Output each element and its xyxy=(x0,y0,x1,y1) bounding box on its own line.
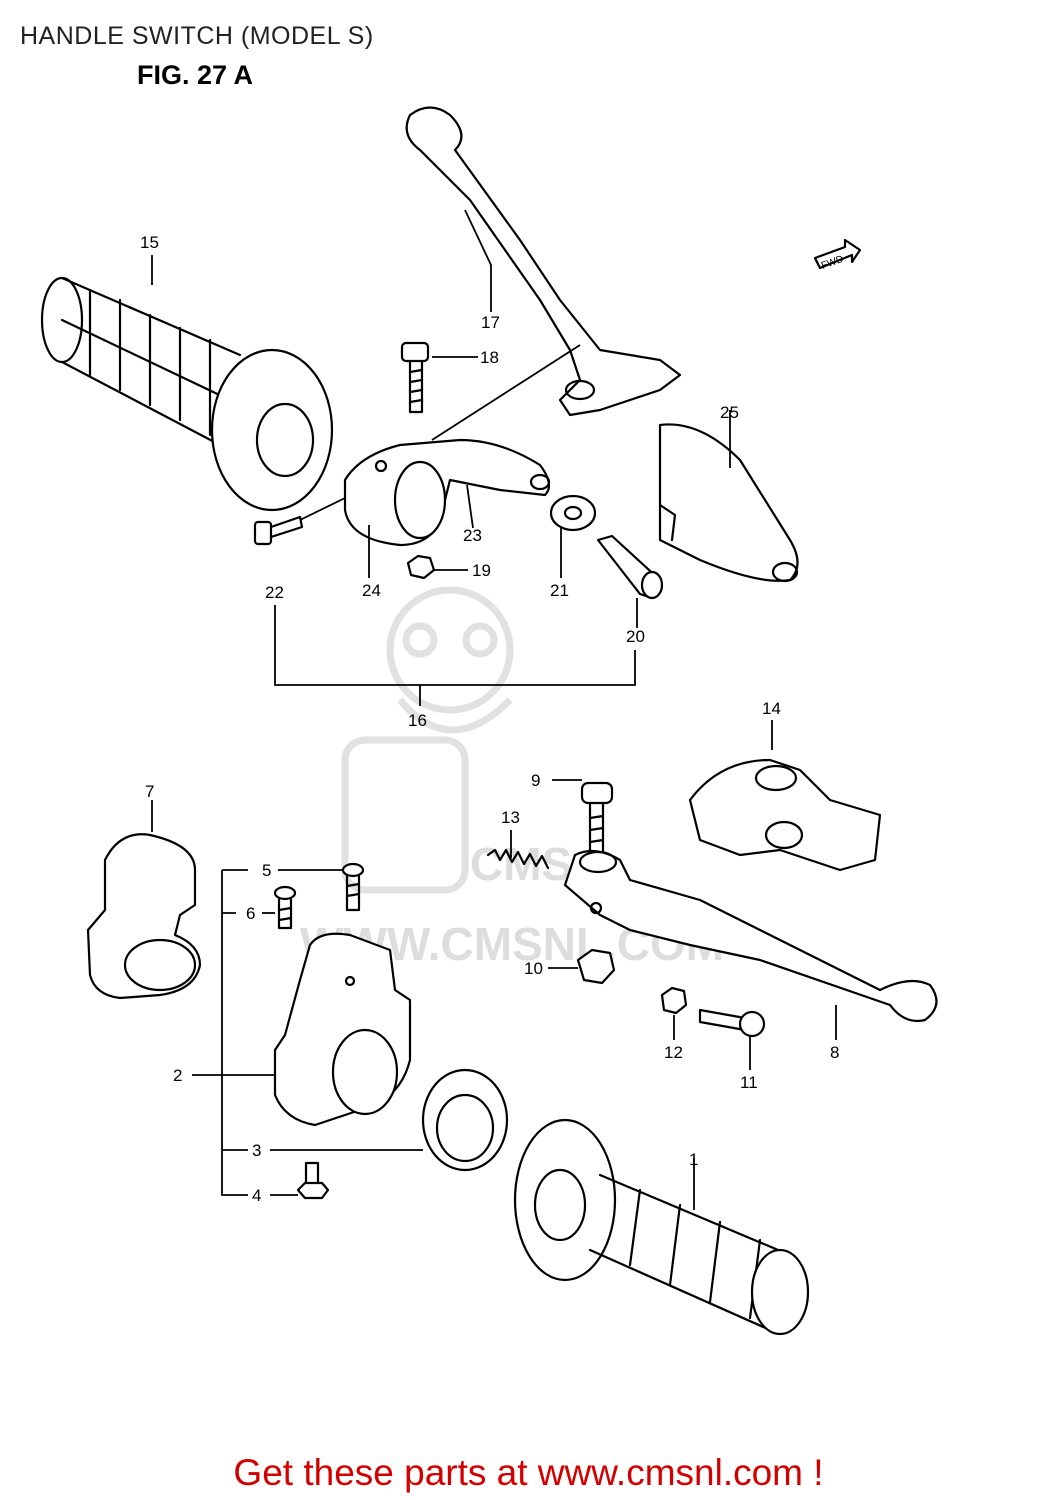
callout-19: 19 xyxy=(472,561,491,580)
callout-18: 18 xyxy=(480,348,499,367)
callout-24: 24 xyxy=(362,581,381,600)
callout-2: 2 xyxy=(173,1066,182,1085)
callout-3: 3 xyxy=(252,1141,261,1160)
part-23-lever-holder xyxy=(343,438,551,547)
part-6-screw xyxy=(273,885,297,930)
part-22-screw xyxy=(253,497,346,546)
part-8-brake-lever xyxy=(563,849,938,1023)
callout-9: 9 xyxy=(531,771,540,790)
part-21-locknut xyxy=(549,494,597,532)
part-19-nut xyxy=(406,554,436,580)
part-18-bolt xyxy=(400,341,430,414)
callout-1: 1 xyxy=(689,1150,698,1169)
part-25-lever-cover xyxy=(658,423,799,583)
callout-13: 13 xyxy=(501,808,520,827)
callout-8: 8 xyxy=(830,1043,839,1062)
fwd-arrow-icon: FWD xyxy=(813,238,862,272)
leader-lines xyxy=(151,209,837,1210)
watermark-cms: CMS xyxy=(470,838,572,890)
figure-label: FIG. 27 A xyxy=(137,60,254,90)
part-3-plate xyxy=(421,1068,509,1172)
callout-14: 14 xyxy=(762,699,781,718)
part-10-nut xyxy=(576,948,616,985)
callout-25: 25 xyxy=(720,403,739,422)
part-12-nut xyxy=(660,986,688,1015)
callout-11: 11 xyxy=(740,1073,758,1092)
part-2-switch-body xyxy=(273,932,412,1127)
part-11-bolt xyxy=(698,1008,766,1038)
callout-23: 23 xyxy=(463,526,482,545)
part-15-left-grip xyxy=(40,276,334,512)
part-1-right-grip xyxy=(513,1118,810,1336)
callout-20: 20 xyxy=(626,627,645,646)
callout-15: 15 xyxy=(140,233,159,252)
part-4-screw xyxy=(296,1161,330,1200)
part-17-clutch-lever xyxy=(405,106,682,417)
part-5-screw xyxy=(341,862,365,912)
callout-22: 22 xyxy=(265,583,284,602)
part-13-spring xyxy=(486,848,550,870)
callout-12: 12 xyxy=(664,1043,683,1062)
callout-5: 5 xyxy=(262,861,271,880)
callout-21: 21 xyxy=(550,581,569,600)
page-title: HANDLE SWITCH (MODEL S) xyxy=(20,22,374,50)
part-14-lever-cover xyxy=(688,758,882,872)
part-9-bolt xyxy=(580,781,614,860)
callout-numbers: 15 17 18 25 23 19 24 22 21 20 16 14 9 7 … xyxy=(140,233,839,1205)
callout-16: 16 xyxy=(408,711,427,730)
part-20-adjuster xyxy=(596,534,664,600)
part-7-switch-cover xyxy=(86,833,202,1000)
footer-link[interactable]: Get these parts at www.cmsnl.com ! xyxy=(233,1452,824,1493)
callout-17: 17 xyxy=(481,313,500,332)
callout-4: 4 xyxy=(252,1186,261,1205)
callout-6: 6 xyxy=(246,904,255,923)
callout-7: 7 xyxy=(145,782,154,801)
callout-10: 10 xyxy=(524,959,543,978)
